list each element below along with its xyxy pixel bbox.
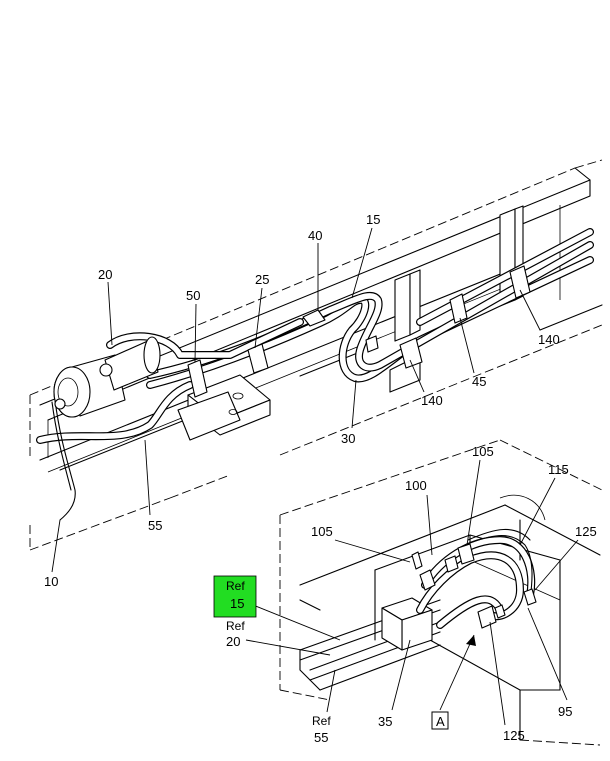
callout-30: 30 [341, 431, 355, 446]
callout-105-left: 105 [311, 524, 333, 539]
ref-20-word: Ref [226, 619, 245, 633]
callout-50: 50 [186, 288, 200, 303]
callout-45: 45 [472, 374, 486, 389]
callout-55: 55 [148, 518, 162, 533]
callout-140-right: 140 [538, 332, 560, 347]
ref-20-label: Ref 20 [226, 619, 245, 649]
callout-115: 115 [548, 462, 569, 477]
ref-20-number: 20 [226, 634, 240, 649]
callout-25: 25 [255, 272, 269, 287]
air-dryer [53, 336, 161, 418]
callout-40: 40 [308, 228, 322, 243]
clamps [187, 265, 531, 398]
view-marker-a: A [431, 711, 449, 730]
callout-125-bottom: 125 [503, 728, 525, 743]
ref-55-word: Ref [312, 714, 331, 728]
ref-15-word: Ref [226, 579, 245, 593]
callout-140-left: 140 [421, 393, 443, 408]
callout-labels: 20 50 25 40 15 30 140 45 140 55 10 100 1… [44, 212, 597, 743]
ref-55-label: Ref 55 [312, 714, 331, 745]
view-marker-letter: A [436, 714, 445, 729]
callout-100: 100 [405, 478, 427, 493]
callout-10: 10 [44, 574, 58, 589]
callout-95: 95 [558, 704, 572, 719]
view-arrow-icon [466, 635, 476, 646]
ref-55-number: 55 [314, 730, 328, 745]
callout-35: 35 [378, 714, 392, 729]
ref-15-highlight[interactable]: Ref 15 [213, 575, 257, 618]
ref-15-number: 15 [230, 596, 244, 611]
callout-125-right: 125 [575, 524, 597, 539]
callout-15: 15 [366, 212, 380, 227]
leader-lines [51, 227, 579, 726]
callout-105-right: 105 [472, 444, 494, 459]
detail-view [279, 439, 603, 746]
callout-20: 20 [98, 267, 112, 282]
mounting-bracket [177, 374, 271, 441]
